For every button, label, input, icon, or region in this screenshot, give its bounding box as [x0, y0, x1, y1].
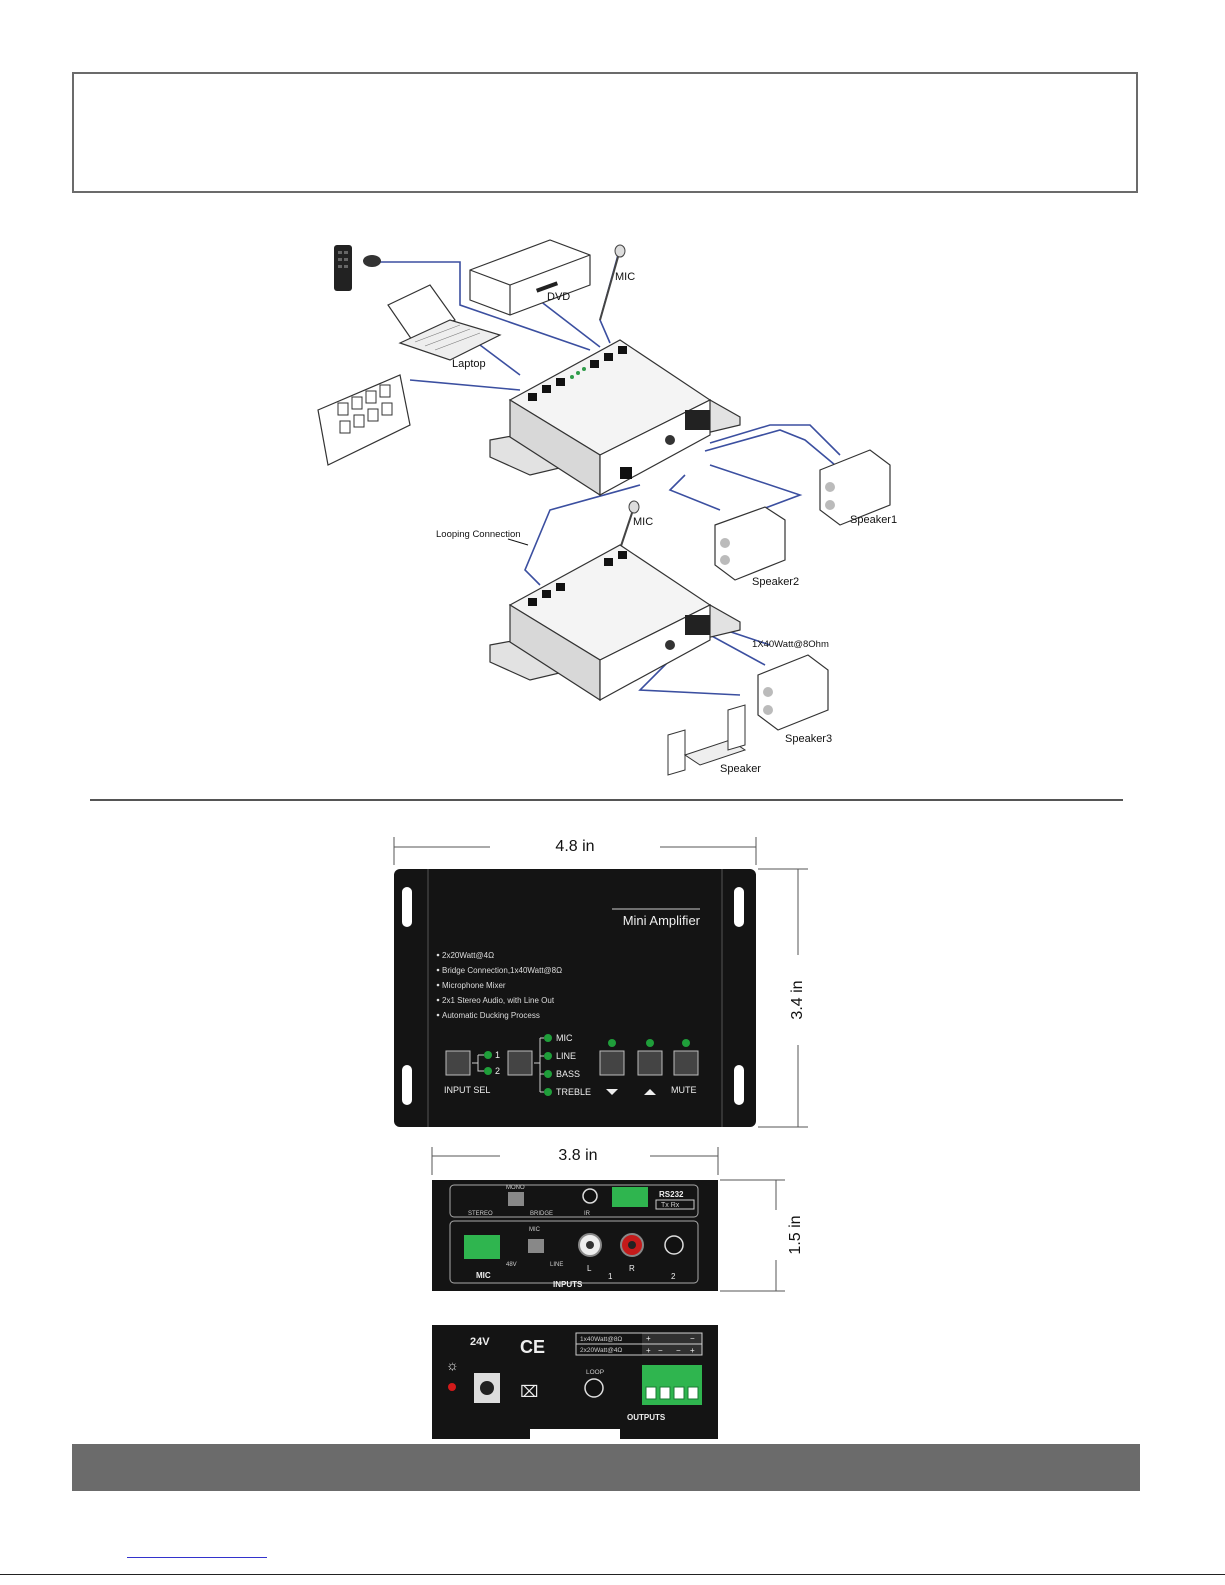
- line-switch-label: LINE: [550, 1262, 563, 1268]
- r-label: R: [629, 1264, 635, 1273]
- section-divider: [90, 799, 1123, 801]
- mic-terminal: [464, 1235, 500, 1259]
- bridge-label: BRIDGE: [530, 1211, 553, 1217]
- l-label: L: [587, 1264, 592, 1273]
- label-bridge-rating: 1X40Watt@8Ohm: [752, 639, 829, 650]
- mode-button: [507, 1050, 533, 1076]
- line-in-2-jack-icon: [664, 1235, 684, 1255]
- label-speaker2: Speaker2: [752, 576, 799, 588]
- mode-mic-label: MIC: [556, 1033, 573, 1043]
- header-box: [72, 72, 1138, 193]
- svg-text:+: +: [690, 1346, 695, 1355]
- input-2-label: 2: [495, 1066, 500, 1076]
- v48-label: 48V: [506, 1262, 517, 1268]
- side-width-dim: 3.8 in: [558, 1147, 597, 1164]
- power-label: 24V: [470, 1336, 490, 1348]
- loop-label: LOOP: [586, 1369, 604, 1376]
- mute-label: MUTE: [671, 1085, 697, 1095]
- power-led: [448, 1383, 456, 1391]
- speaker3-icon: [757, 654, 829, 731]
- ir-label: IR: [584, 1211, 591, 1217]
- front-title: Mini Amplifier: [623, 913, 701, 928]
- laptop-icon: [387, 284, 502, 361]
- footer-bar: [72, 1444, 1140, 1491]
- input-2-side-label: 2: [671, 1272, 676, 1281]
- input-1-side-label: 1: [608, 1272, 613, 1281]
- rating-2-label: 2x20Watt@4Ω: [580, 1347, 622, 1354]
- footer-link-underline: [127, 1557, 267, 1558]
- side-panel: MONO STEREO BRIDGE IR MIC 48V LINE RS232…: [432, 1180, 718, 1291]
- mono-label: MONO: [506, 1185, 525, 1191]
- feature-3: Microphone Mixer: [442, 981, 506, 990]
- front-width-dim: 4.8 in: [555, 838, 594, 855]
- mode-bass-label: BASS: [556, 1069, 580, 1079]
- rs232-label: RS232: [659, 1190, 684, 1199]
- ir-receiver-icon: [363, 255, 381, 267]
- side-height-dim: 1.5 in: [787, 1215, 804, 1254]
- label-speaker: Speaker: [720, 763, 761, 775]
- wall-keypad-icon: [317, 374, 411, 466]
- mic-terminal-label: MIC: [476, 1271, 491, 1280]
- speaker1-icon: [819, 449, 891, 526]
- mode-treble-label: TREBLE: [556, 1087, 591, 1097]
- ir-jack-icon: [582, 1188, 598, 1204]
- svg-text:+: +: [646, 1346, 651, 1355]
- mode-line-label: LINE: [556, 1051, 576, 1061]
- label-dvd: DVD: [547, 291, 570, 303]
- feature-1: 2x20Watt@4Ω: [442, 951, 494, 960]
- label-mic-top: MIC: [615, 271, 635, 283]
- label-speaker1: Speaker1: [850, 514, 897, 526]
- feature-4: 2x1 Stereo Audio, with Line Out: [442, 996, 555, 1005]
- feature-5: Automatic Ducking Process: [442, 1011, 540, 1020]
- amplifier-1-icon: [489, 339, 741, 497]
- mute-button: [673, 1050, 699, 1076]
- label-looping: Looping Connection: [436, 529, 521, 540]
- label-laptop: Laptop: [452, 358, 486, 370]
- label-speaker3: Speaker3: [785, 733, 832, 745]
- dimension-drawings: 4.8 in 3.4 in Mini Amplifier 2x20Watt@4Ω…: [393, 837, 808, 1439]
- front-panel: Mini Amplifier 2x20Watt@4Ω Bridge Connec…: [394, 869, 756, 1127]
- microphone-top-icon: [599, 244, 626, 321]
- input-sel-button: [445, 1050, 471, 1076]
- remote-control-icon: [334, 245, 352, 291]
- power-indicator-icon: ☼: [446, 1357, 459, 1373]
- up-button: [637, 1050, 663, 1076]
- amplifier-2-icon: [489, 544, 741, 702]
- rating-1-label: 1x40Watt@8Ω: [580, 1336, 622, 1343]
- front-height-dim: 3.4 in: [789, 980, 806, 1019]
- svg-text:−: −: [690, 1334, 695, 1343]
- inputs-label: INPUTS: [553, 1280, 583, 1289]
- input-sel-label: INPUT SEL: [444, 1085, 490, 1095]
- svg-text:+: +: [646, 1334, 651, 1343]
- down-arrow-icon: [606, 1089, 618, 1095]
- up-arrow-icon: [644, 1089, 656, 1095]
- svg-text:−: −: [676, 1346, 681, 1355]
- speaker-system-icon: [667, 704, 747, 776]
- feature-2: Bridge Connection,1x40Watt@8Ω: [442, 966, 562, 975]
- input-1-label: 1: [495, 1050, 500, 1060]
- page-bottom-rule: [0, 1574, 1225, 1575]
- loop-jack-icon: [584, 1378, 604, 1398]
- svg-text:−: −: [658, 1346, 663, 1355]
- mic-switch-label: MIC: [529, 1227, 541, 1233]
- ce-label: CE: [520, 1337, 545, 1357]
- connection-diagram: DVD MIC Laptop Speaker1: [317, 239, 897, 776]
- speaker2-icon: [714, 506, 786, 581]
- rear-panel: 24V CE ☼ ⌧ 1x40Watt@8Ω 2x20Watt@4Ω LOOP …: [432, 1325, 718, 1439]
- outputs-label: OUTPUTS: [627, 1413, 666, 1422]
- weee-bin-icon: ⌧: [520, 1384, 538, 1401]
- dvd-player-icon: [469, 239, 591, 316]
- label-mic-bottom: MIC: [633, 516, 653, 528]
- txrx-label: Tx Rx: [661, 1202, 680, 1209]
- down-button: [599, 1050, 625, 1076]
- stereo-label: STEREO: [468, 1211, 493, 1217]
- rs232-terminal: [612, 1187, 648, 1207]
